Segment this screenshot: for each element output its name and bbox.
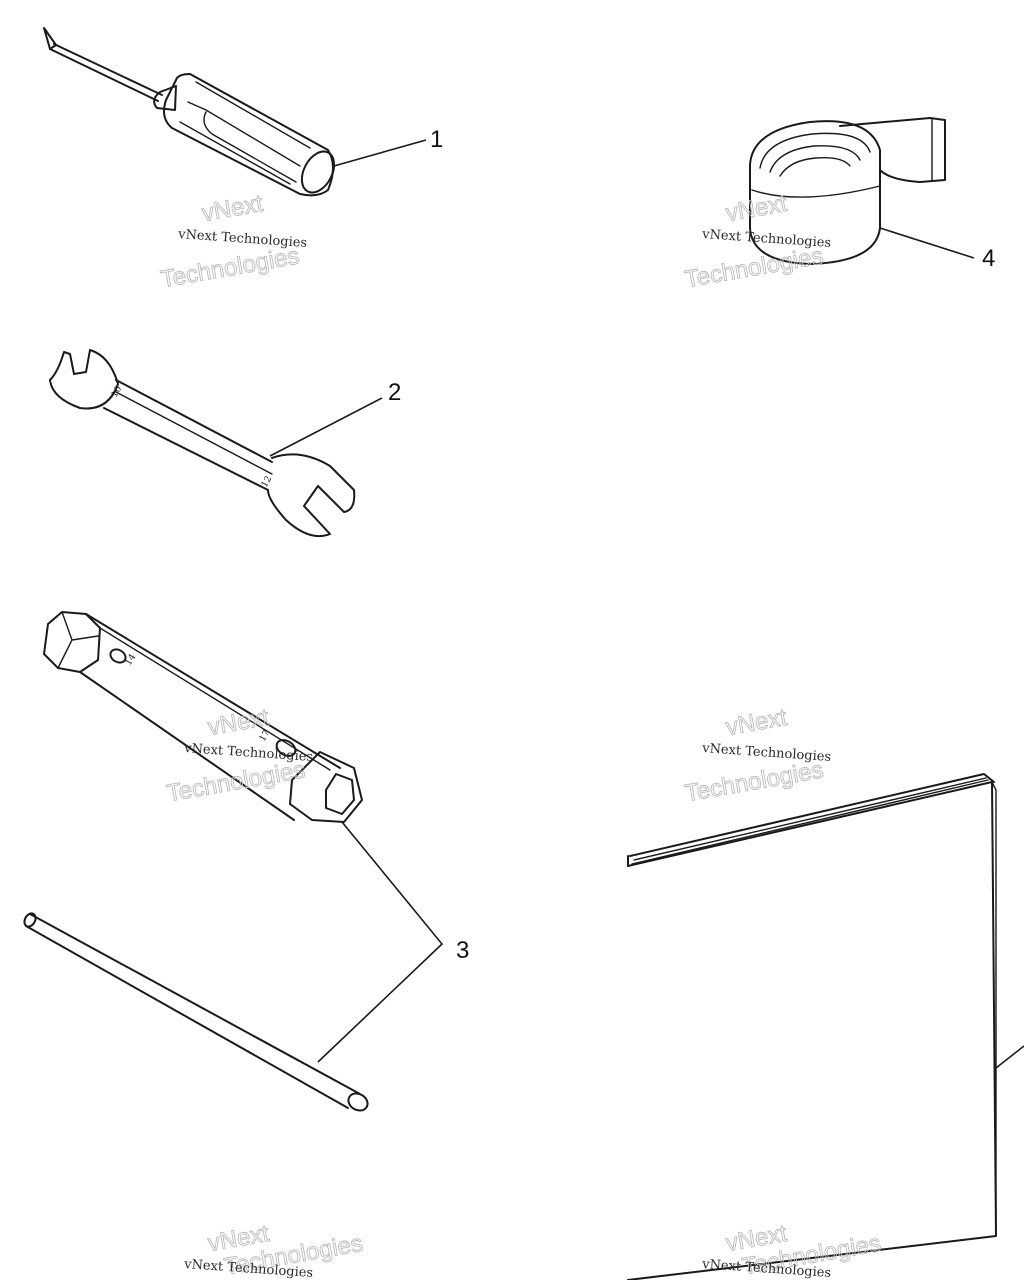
leader-line-2 <box>269 397 383 457</box>
watermark-4: vNext Technologies vNext Technologies <box>682 703 832 807</box>
watermark-3: vNext Technologies vNext Technologies <box>164 703 313 807</box>
watermark-word-2: Technologies <box>165 756 308 807</box>
leader-line-3 <box>317 821 444 1063</box>
watermark-1: vNext Technologies vNext Technologies <box>158 189 308 293</box>
tommy-bar <box>23 912 369 1112</box>
watermark-line: vNext Technologies <box>701 227 832 251</box>
callout-3: 3 <box>456 937 469 964</box>
watermark-word-1: vNext <box>200 190 265 227</box>
callout-1: 1 <box>430 126 443 153</box>
watermark-word-1: vNext <box>724 704 789 741</box>
screwdriver <box>43 27 336 197</box>
watermark-line: vNext Technologies <box>177 227 308 251</box>
watermark-word-2: Technologies <box>159 242 302 293</box>
wrench-size-large-label: 12 <box>260 475 274 490</box>
watermark-word-1: vNext <box>724 190 789 227</box>
callout-4: 4 <box>982 245 995 272</box>
open-end-wrench: 10 12 <box>49 349 356 538</box>
watermark-6: vNext Technologies vNext Technologies <box>701 1219 884 1280</box>
leader-line-4 <box>879 227 975 259</box>
owners-manual <box>627 773 1024 1280</box>
box-socket-wrench: 14 17 <box>43 611 363 823</box>
watermark-word-2: Technologies <box>683 756 826 807</box>
watermark-5: vNext Technologies vNext Technologies <box>183 1219 366 1280</box>
watermark-2: vNext Technologies vNext Technologies <box>682 189 832 293</box>
leader-line-1 <box>333 139 427 167</box>
watermark-word-2: Technologies <box>683 242 826 293</box>
watermark-line: vNext Technologies <box>701 741 832 765</box>
socket-size-top-label: 14 <box>124 652 139 667</box>
callout-2: 2 <box>388 379 401 406</box>
